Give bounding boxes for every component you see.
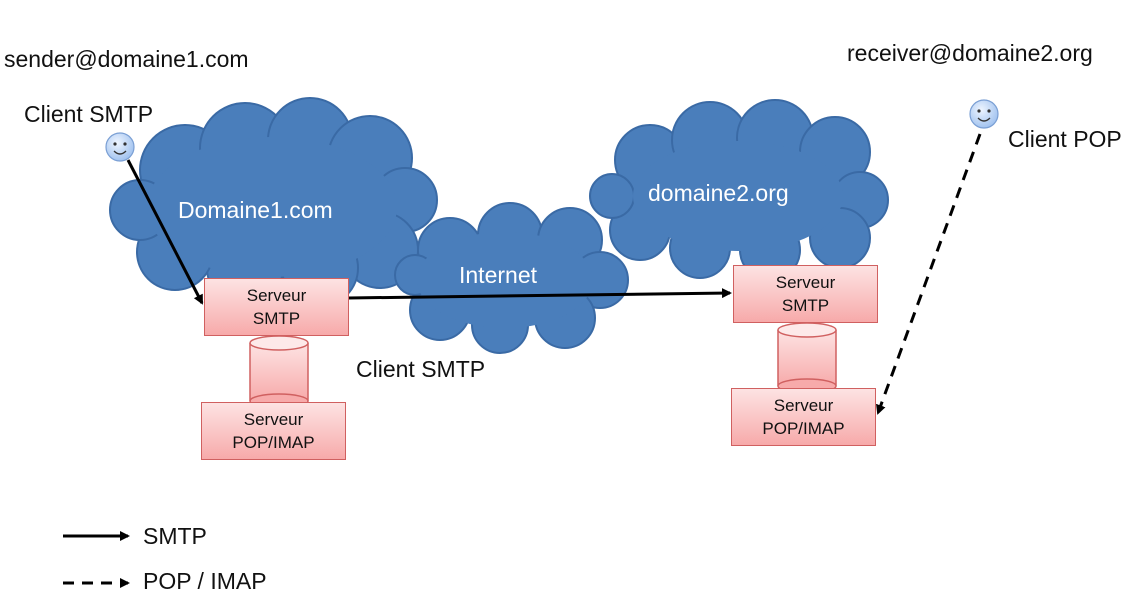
smiley-icon [105, 132, 135, 162]
cloud-label-domaine1: Domaine1.com [178, 197, 333, 223]
cloud-label-domaine2: domaine2.org [648, 180, 789, 206]
right-pop-server-line1: Serveur [773, 396, 834, 415]
cloud-domaine2 [589, 99, 889, 281]
left-smtp-server: Serveur SMTP [204, 278, 349, 336]
right-smtp-server-line2: SMTP [781, 296, 830, 315]
cloud-domaine1 [109, 97, 438, 307]
database-cylinder-left [249, 335, 309, 409]
receiver-client-label: Client POP [1008, 126, 1122, 152]
smtp-arrow-server-to-server [347, 288, 732, 300]
cloud-internet [394, 202, 629, 354]
legend-pop-imap-label: POP / IMAP [143, 568, 267, 594]
cloud-label-internet: Internet [459, 262, 537, 288]
left-smtp-server-line2: SMTP [252, 309, 301, 328]
right-smtp-server: Serveur SMTP [733, 265, 878, 323]
smiley-icon [969, 99, 999, 129]
right-pop-server-line2: POP/IMAP [762, 419, 845, 438]
left-pop-server: Serveur POP/IMAP [201, 402, 346, 460]
right-smtp-server-line1: Serveur [775, 273, 836, 292]
sender-address: sender@domaine1.com [4, 46, 249, 72]
relay-client-label: Client SMTP [356, 356, 486, 382]
left-smtp-server-line1: Serveur [246, 286, 307, 305]
left-pop-server-line1: Serveur [243, 410, 304, 429]
legend-smtp-label: SMTP [143, 523, 207, 549]
right-pop-server: Serveur POP/IMAP [731, 388, 876, 446]
left-pop-server-line2: POP/IMAP [232, 433, 315, 452]
pop-arrow-client-to-server [876, 133, 982, 415]
receiver-address: receiver@domaine2.org [847, 40, 1093, 66]
smtp-arrow-client-to-server [126, 159, 204, 305]
database-cylinder-right [777, 322, 837, 394]
sender-client-label: Client SMTP [24, 101, 154, 127]
